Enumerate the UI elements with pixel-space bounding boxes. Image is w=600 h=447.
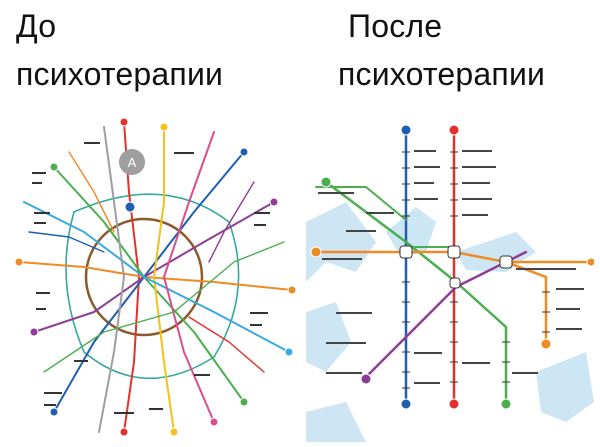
caption-after-line1: После bbox=[348, 8, 443, 44]
metro-map-complex: A bbox=[14, 112, 297, 442]
caption-before: До психотерапии bbox=[16, 2, 223, 98]
caption-before-line2: психотерапии bbox=[16, 56, 224, 92]
metro-map-simple-graphic bbox=[306, 124, 594, 442]
caption-before-line1: До bbox=[16, 8, 57, 44]
metro-map-simple bbox=[306, 112, 594, 442]
marker-badge bbox=[119, 149, 145, 175]
caption-after-line2: психотерапии bbox=[338, 56, 546, 92]
caption-after: После психотерапии bbox=[338, 2, 545, 98]
metro-map-complex-graphic: A bbox=[14, 117, 297, 437]
marker-badge-label: A bbox=[128, 155, 137, 170]
